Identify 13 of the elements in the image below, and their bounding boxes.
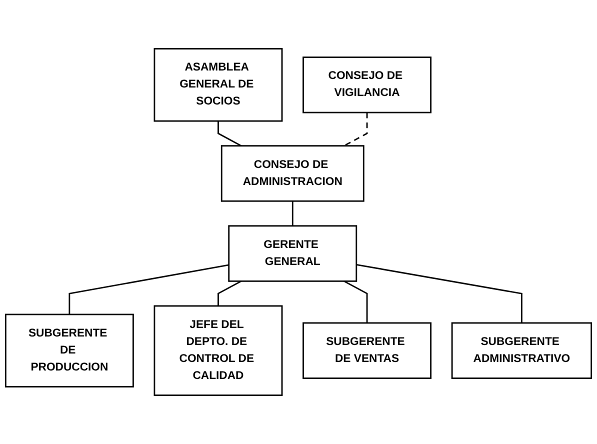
node-box: SUBGERENTE ADMINISTRATIVO	[451, 322, 592, 379]
node-box: GERENTE GENERAL	[228, 225, 358, 282]
connector	[68, 264, 229, 314]
connector	[218, 280, 242, 306]
node-box: SUBGERENTE DE PRODUCCION	[4, 314, 134, 388]
node-box: ASAMBLEA GENERAL DE SOCIOS	[154, 48, 283, 122]
node-box: CONSEJO DE ADMINISTRACION	[220, 145, 364, 202]
node-box: CONSEJO DE VIGILANCIA	[302, 56, 432, 114]
node-box: JEFE DEL DEPTO. DE CONTROL DE CALIDAD	[154, 305, 283, 396]
connector	[218, 121, 242, 146]
node-box: SUBGERENTE DE VENTAS	[302, 322, 432, 379]
connector	[356, 264, 522, 323]
connector	[292, 201, 294, 226]
